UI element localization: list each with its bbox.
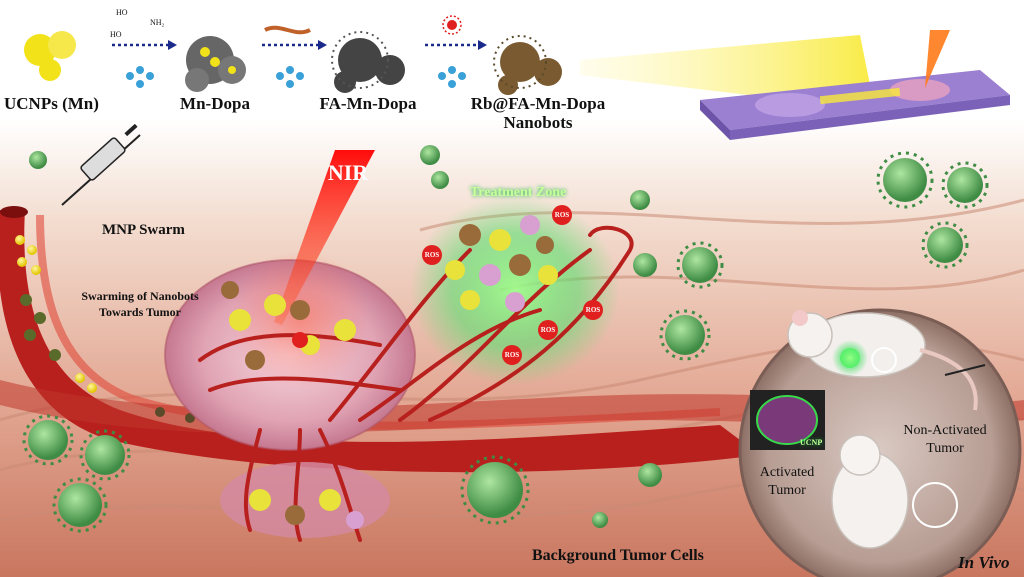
- label-treatment-zone: Treatment Zone: [470, 185, 567, 200]
- chem-hydroxyl-label-1: HO: [116, 8, 128, 17]
- syringe-icon: [61, 123, 141, 206]
- ros-badge-1: ROS: [554, 211, 570, 219]
- reagent-icons: [126, 66, 466, 88]
- label-ucnps: UCNPs (Mn): [4, 94, 99, 113]
- label-nanobots-line1: Rb@FA-Mn-Dopa: [470, 94, 606, 113]
- label-in-vivo: In Vivo: [958, 553, 1010, 572]
- label-background-cells: Background Tumor Cells: [532, 547, 704, 564]
- label-non-activated-line2: Tumor: [926, 441, 964, 456]
- ros-badge-4: ROS: [540, 326, 556, 334]
- label-ucnp: UCNP: [800, 438, 823, 447]
- label-mn-dopa: Mn-Dopa: [180, 94, 250, 113]
- label-activated-line1: Activated: [759, 465, 815, 480]
- ros-badge-3: ROS: [585, 306, 601, 314]
- ros-badges: [292, 205, 603, 365]
- label-nanobots-line2: Nanobots: [503, 113, 573, 132]
- chem-amine-label: NH₂: [150, 18, 165, 27]
- tumor-nanobots: [221, 281, 364, 529]
- rhodamine-star-icon: [442, 15, 462, 35]
- label-activated-line2: Tumor: [768, 483, 806, 498]
- label-fa-mn-dopa: FA-Mn-Dopa: [319, 94, 417, 113]
- treatment-zone-nanobots: [445, 215, 558, 312]
- synthesis-step-nanobots: [493, 35, 562, 95]
- label-non-activated-line1: Non-Activated: [903, 423, 987, 438]
- nir-beam: [274, 150, 375, 325]
- label-mnp-swarm: MNP Swarm: [102, 222, 185, 238]
- synthesis-step-fa-mn-dopa: [331, 31, 405, 93]
- background-tumor-cells: [22, 145, 989, 533]
- label-swarming-line1: Swarming of Nanobots: [81, 289, 199, 303]
- ros-badge-2: ROS: [424, 251, 440, 259]
- arrow-heads: [168, 40, 487, 50]
- ros-badge-5: ROS: [504, 351, 520, 359]
- label-nir: NIR: [327, 160, 369, 185]
- vessel-nanoparticles: [15, 235, 255, 430]
- label-swarming-line2: Towards Tumor: [99, 305, 181, 319]
- synthesis-step-mn-dopa: [185, 36, 246, 92]
- folate-strand-icon: [264, 25, 311, 35]
- in-vivo-panel: [738, 308, 1022, 577]
- synthesis-step-ucnps: [24, 31, 76, 81]
- microfluidic-chip: [700, 30, 1010, 140]
- chem-hydroxyl-label-2: HO: [110, 30, 122, 39]
